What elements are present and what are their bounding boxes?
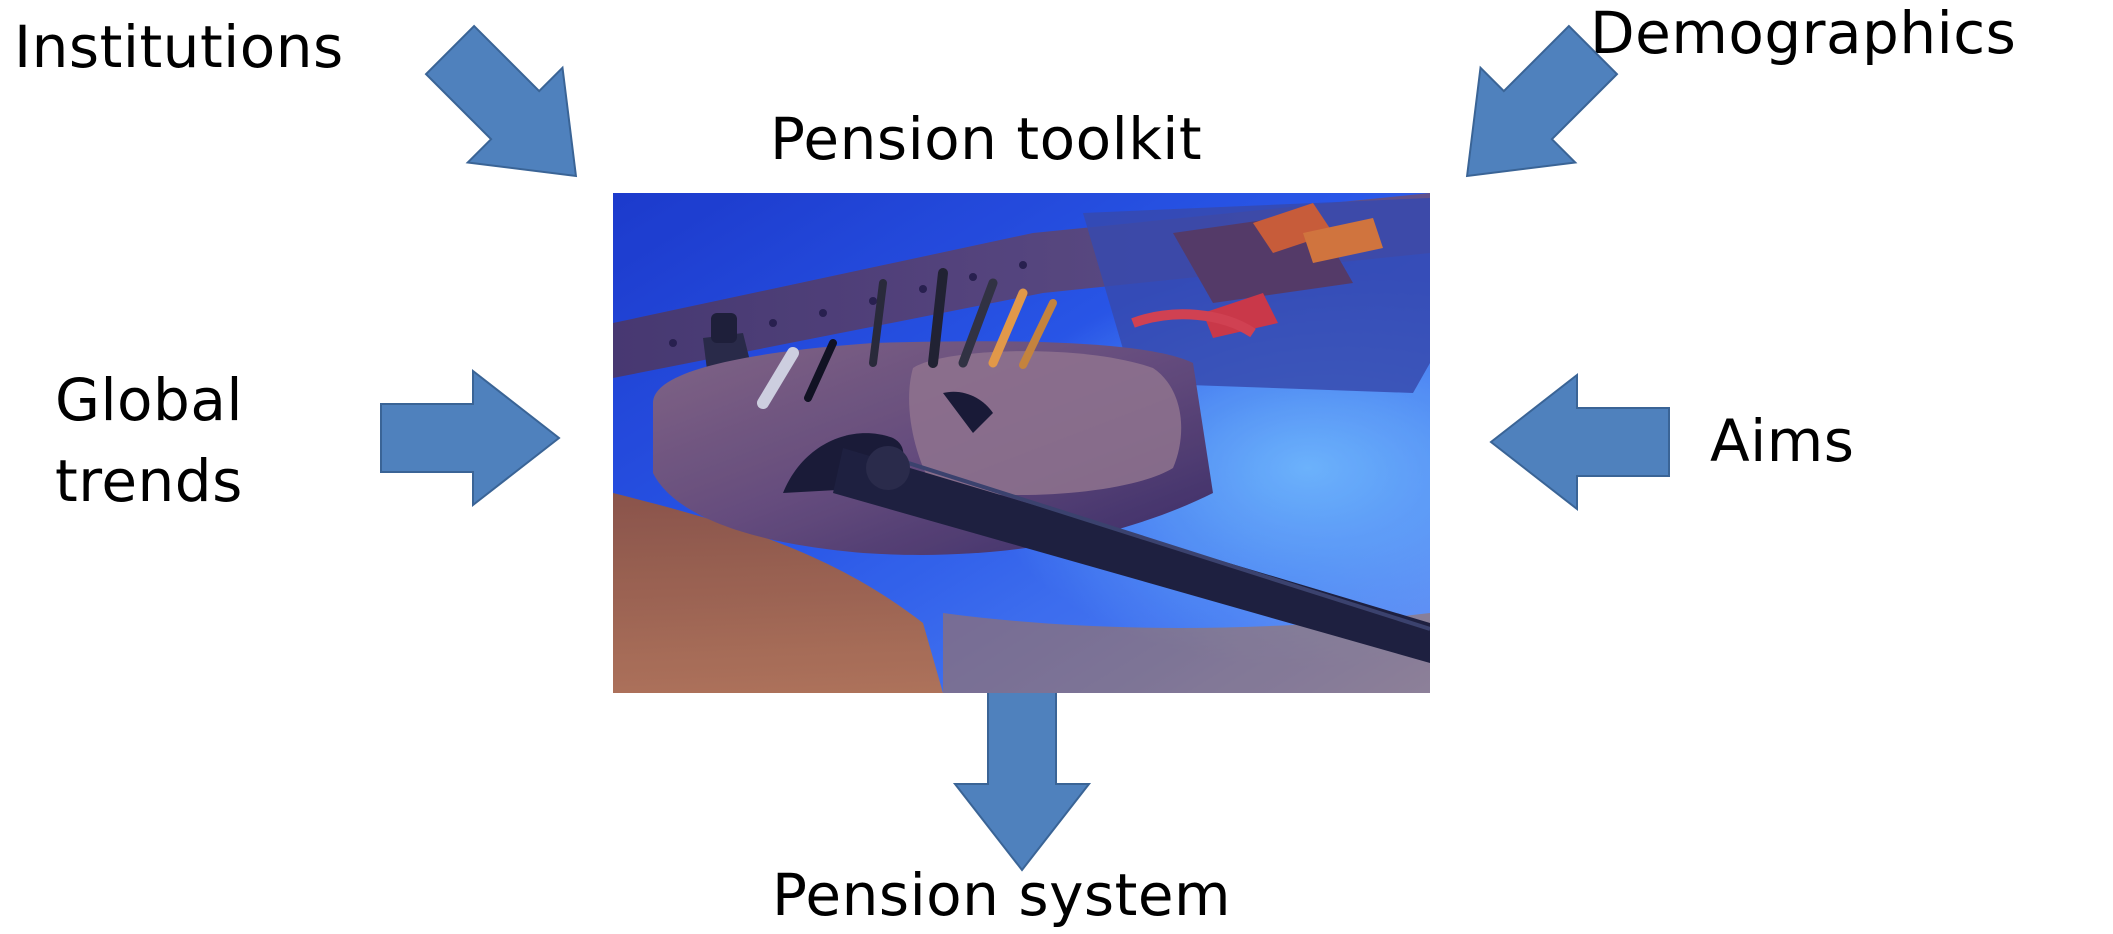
center-title: Pension toolkit xyxy=(770,105,1203,173)
label-aims: Aims xyxy=(1710,407,1855,475)
arrow-demographics-icon xyxy=(1418,1,1642,225)
label-institutions: Institutions xyxy=(14,13,344,81)
label-pension-system: Pension system xyxy=(772,861,1232,929)
arrow-global-trends-icon xyxy=(380,370,560,506)
toolbelt-image xyxy=(613,193,1430,693)
label-global-trends-line1: Global xyxy=(55,366,244,434)
label-demographics: Demographics xyxy=(1590,0,2017,67)
arrow-aims-icon xyxy=(1490,374,1670,510)
label-global-trends-line2: trends xyxy=(55,447,243,515)
arrow-down-icon xyxy=(954,691,1090,871)
arrow-institutions-icon xyxy=(401,1,625,225)
